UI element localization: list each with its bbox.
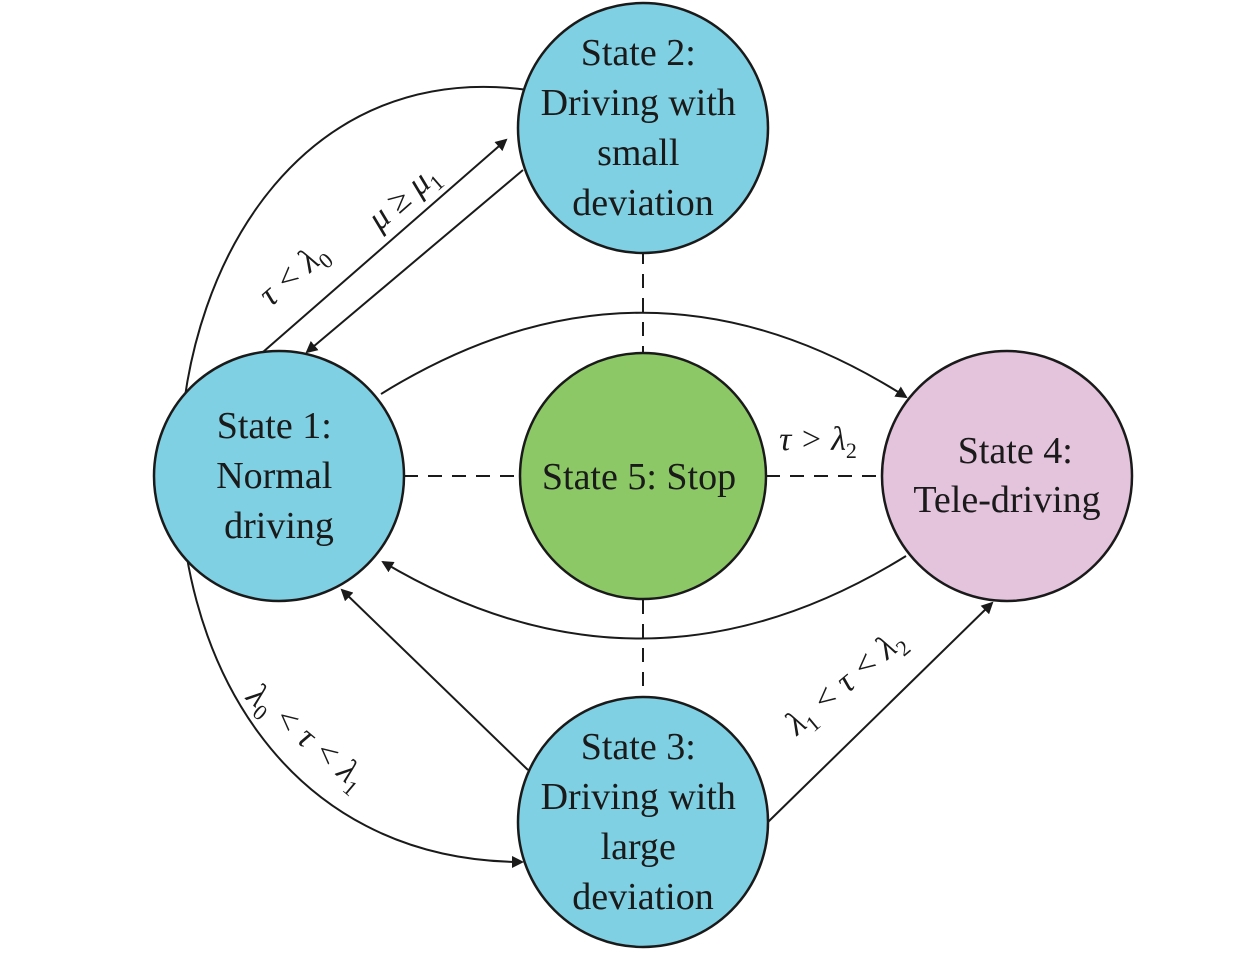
svg-text:τ < λ0: τ < λ0 <box>252 235 338 318</box>
edge-state1-to-state4 <box>380 311 908 399</box>
edge-state1-to-state2 <box>262 138 508 353</box>
edge-state2-to-state1 <box>305 169 524 354</box>
label-tau-lt-lambda0: τ < λ0 <box>252 235 338 318</box>
edge-state3-to-state4 <box>767 601 994 823</box>
state3-label: State 3: Driving with large deviation <box>541 726 746 918</box>
label-lambda0-tau-lambda1: λ0 < τ < λ1 <box>236 676 374 801</box>
state1-label: State 1: Normal driving <box>216 405 342 547</box>
label-lambda1-tau-lambda2: λ1 < τ < λ2 <box>778 622 916 747</box>
label-tau-gt-lambda2: τ > λ2 <box>779 421 857 463</box>
state2-label: State 2: Driving with small deviation <box>541 32 746 224</box>
svg-text:λ1 < τ < λ2: λ1 < τ < λ2 <box>778 622 916 747</box>
edge-state4-to-state1 <box>381 555 907 640</box>
state5-label: State 5: Stop <box>542 456 736 498</box>
state2-node <box>516 1 770 255</box>
svg-text:λ0 < τ < λ1: λ0 < τ < λ1 <box>236 676 374 801</box>
state5-node <box>518 351 768 601</box>
svg-text:τ > λ2: τ > λ2 <box>779 421 857 463</box>
state4-node <box>880 349 1134 603</box>
edge-state3-to-state1 <box>340 588 529 771</box>
state1-node <box>152 349 406 603</box>
state4-label: State 4: Tele-driving <box>913 430 1100 521</box>
state3-node <box>516 695 770 949</box>
